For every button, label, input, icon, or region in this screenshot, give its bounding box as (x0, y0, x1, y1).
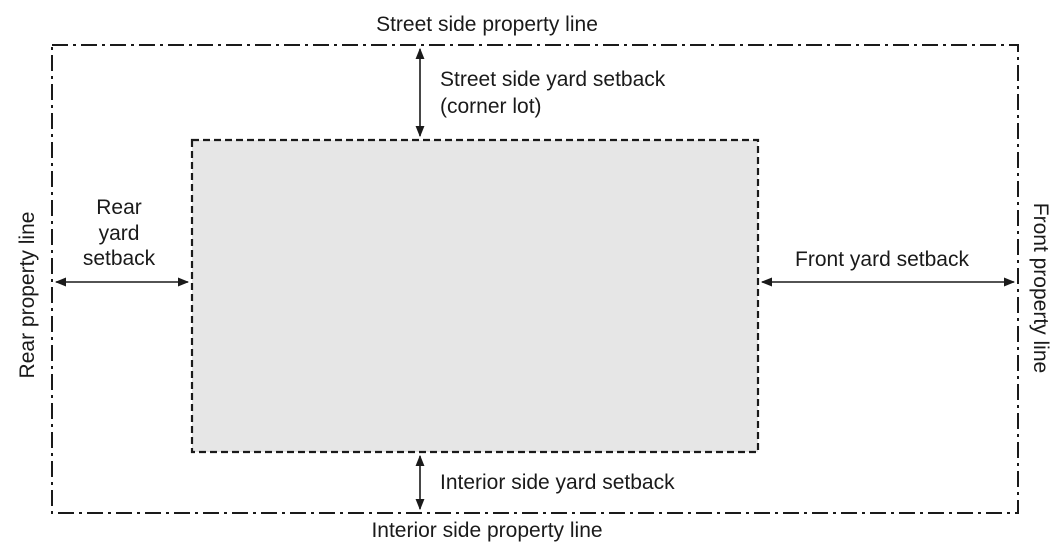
rear-setback-label-line2: yard (99, 222, 140, 245)
rear-property-line-label: Rear property line (16, 212, 39, 379)
front-setback-label: Front yard setback (795, 248, 969, 271)
street-side-property-line-label: Street side property line (376, 13, 598, 36)
rear-setback-label-line3: setback (83, 247, 156, 270)
interior-side-property-line-label: Interior side property line (371, 519, 602, 542)
property-line-boundary (51, 44, 1019, 514)
interior-side-setback-label: Interior side yard setback (440, 471, 675, 494)
front-property-line-label: Front property line (1029, 203, 1052, 373)
street-side-setback-label-line1: Street side yard setback (440, 68, 666, 91)
building-envelope (190, 138, 760, 454)
street-side-setback-label-line2: (corner lot) (440, 95, 542, 118)
rear-setback-label-line1: Rear (96, 196, 142, 219)
